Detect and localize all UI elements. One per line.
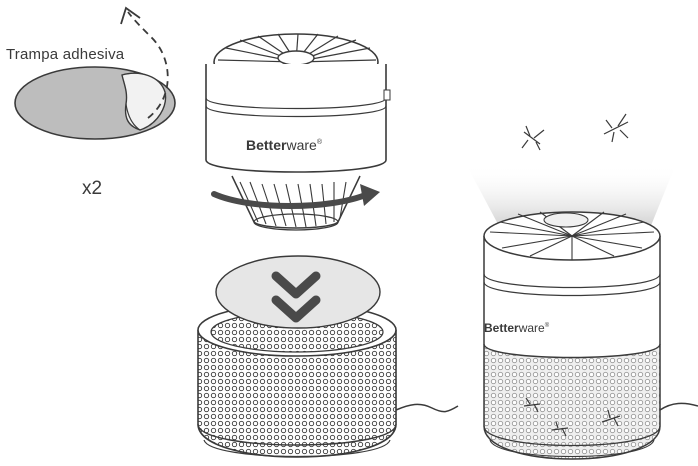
- rotate-arrow-icon: [211, 184, 380, 209]
- mosquito-icon: [551, 421, 569, 437]
- brand-name-bold-2: Better: [484, 321, 519, 335]
- svg-text:Betterware®: Betterware®: [246, 137, 323, 153]
- assembled-lamp: Betterware®: [483, 211, 661, 460]
- curved-arrow-icon: [120, 6, 169, 119]
- chevron-down-icon: [271, 271, 321, 323]
- mosquito-icon: [523, 397, 541, 413]
- brand-mark-2: ®: [545, 322, 550, 329]
- uv-glow: [466, 164, 676, 228]
- mosquito-icon: [601, 409, 621, 427]
- mosquito-icon: [603, 113, 629, 143]
- brand-name-light: ware: [285, 137, 317, 153]
- brand-name-bold: Better: [246, 137, 287, 153]
- brand-mark: ®: [317, 138, 323, 146]
- power-cord-right: [659, 402, 698, 411]
- quantity-label: x2: [82, 178, 103, 199]
- sticky-trap-disc: [14, 66, 176, 140]
- lamp-top-unit: Betterware®: [205, 33, 391, 231]
- mosquito-icon: [521, 125, 545, 151]
- power-cord-left: [395, 403, 459, 413]
- svg-text:Betterware®: Betterware®: [484, 321, 550, 335]
- brand-name-light-2: ware: [518, 321, 545, 335]
- sticky-trap-label: Trampa adhesiva: [6, 46, 125, 63]
